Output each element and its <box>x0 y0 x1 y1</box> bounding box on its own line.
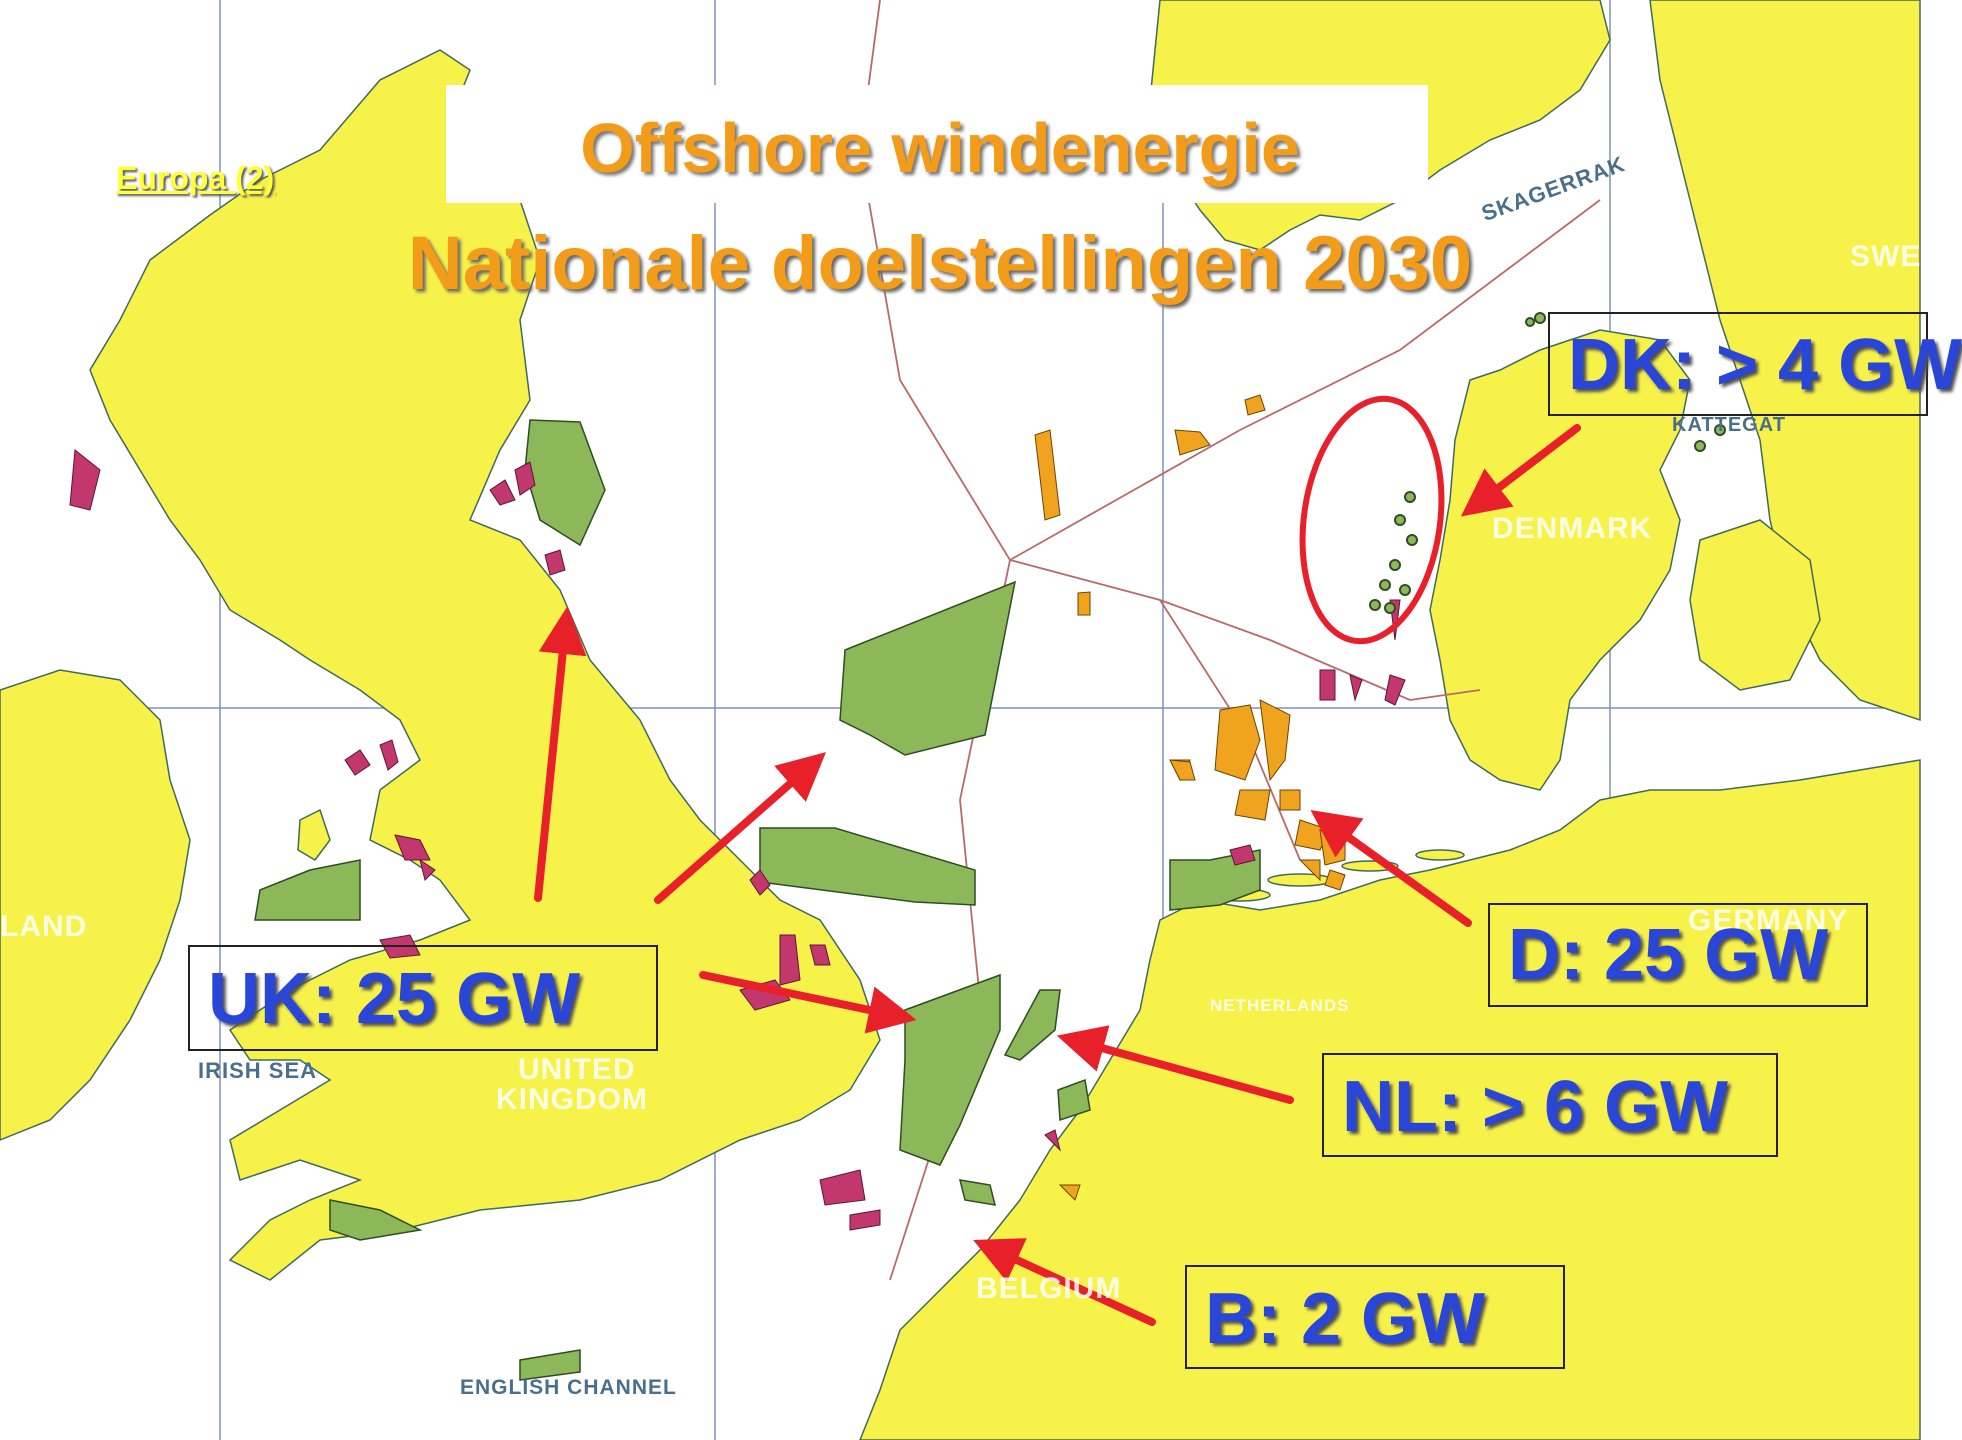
sweden-landmass <box>1649 0 1921 722</box>
nl-arrow <box>1056 1025 1294 1104</box>
b-target-text: B: 2 GW <box>1205 1279 1485 1359</box>
target-arrows <box>534 424 1581 1326</box>
uk-target-box <box>188 945 658 1051</box>
uk-label-line2: KINGDOM <box>496 1083 648 1116</box>
denmark-landmass <box>1429 329 1691 791</box>
dk-target-box <box>1548 312 1928 416</box>
uk-target-text: UK: 25 GW <box>208 959 581 1039</box>
pink-wind-zones <box>69 449 1406 1231</box>
d-target-text: D: 25 GW <box>1508 915 1829 995</box>
uk-label-line1: UNITED <box>518 1053 636 1086</box>
uk-south-arrow <box>699 971 917 1034</box>
english-channel-label: ENGLISH CHANNEL <box>460 1376 677 1399</box>
green-wind-zones <box>254 419 1261 1381</box>
belgium-label: BELGIUM <box>976 1272 1122 1305</box>
isle-of-man <box>297 808 331 861</box>
nl-target-text: NL: > 6 GW <box>1342 1067 1729 1147</box>
north-sea-map <box>0 0 1921 1440</box>
irish-sea-label: IRISH SEA <box>198 1058 318 1083</box>
uk-landmass <box>89 49 881 1281</box>
d-target-box <box>1488 903 1868 1007</box>
germany-label: GERMANY <box>1688 904 1849 937</box>
slide-section-label: Europa (2) <box>116 160 275 196</box>
danish-wind-dots <box>1369 312 1726 614</box>
sweden-label: SWE <box>1850 240 1922 273</box>
slide-title: Offshore windenergie <box>580 109 1300 187</box>
d-arrow <box>1310 810 1472 927</box>
uk-north-arrow <box>534 606 587 902</box>
netherlands-label: NETHERLANDS <box>1210 996 1350 1015</box>
ireland-label: LAND <box>0 910 88 943</box>
b-target-box <box>1185 1265 1565 1369</box>
uk-middle-arrow <box>654 752 827 904</box>
denmark-highlight-ellipse <box>1299 395 1445 645</box>
slide-subtitle: Nationale doelstellingen 2030 <box>407 221 1473 306</box>
dk-target-text: DK: > 4 GW <box>1568 325 1962 405</box>
nl-target-box <box>1322 1053 1778 1157</box>
continent-landmass <box>859 759 1921 1440</box>
b-arrow <box>973 1238 1156 1326</box>
dk-arrow <box>1460 424 1581 517</box>
title-background <box>446 85 1428 203</box>
danish-islands <box>1689 519 1821 691</box>
kattegat-label: KATTEGAT <box>1672 414 1786 436</box>
ireland-landmass <box>0 669 191 1141</box>
denmark-label: DENMARK <box>1492 512 1653 545</box>
